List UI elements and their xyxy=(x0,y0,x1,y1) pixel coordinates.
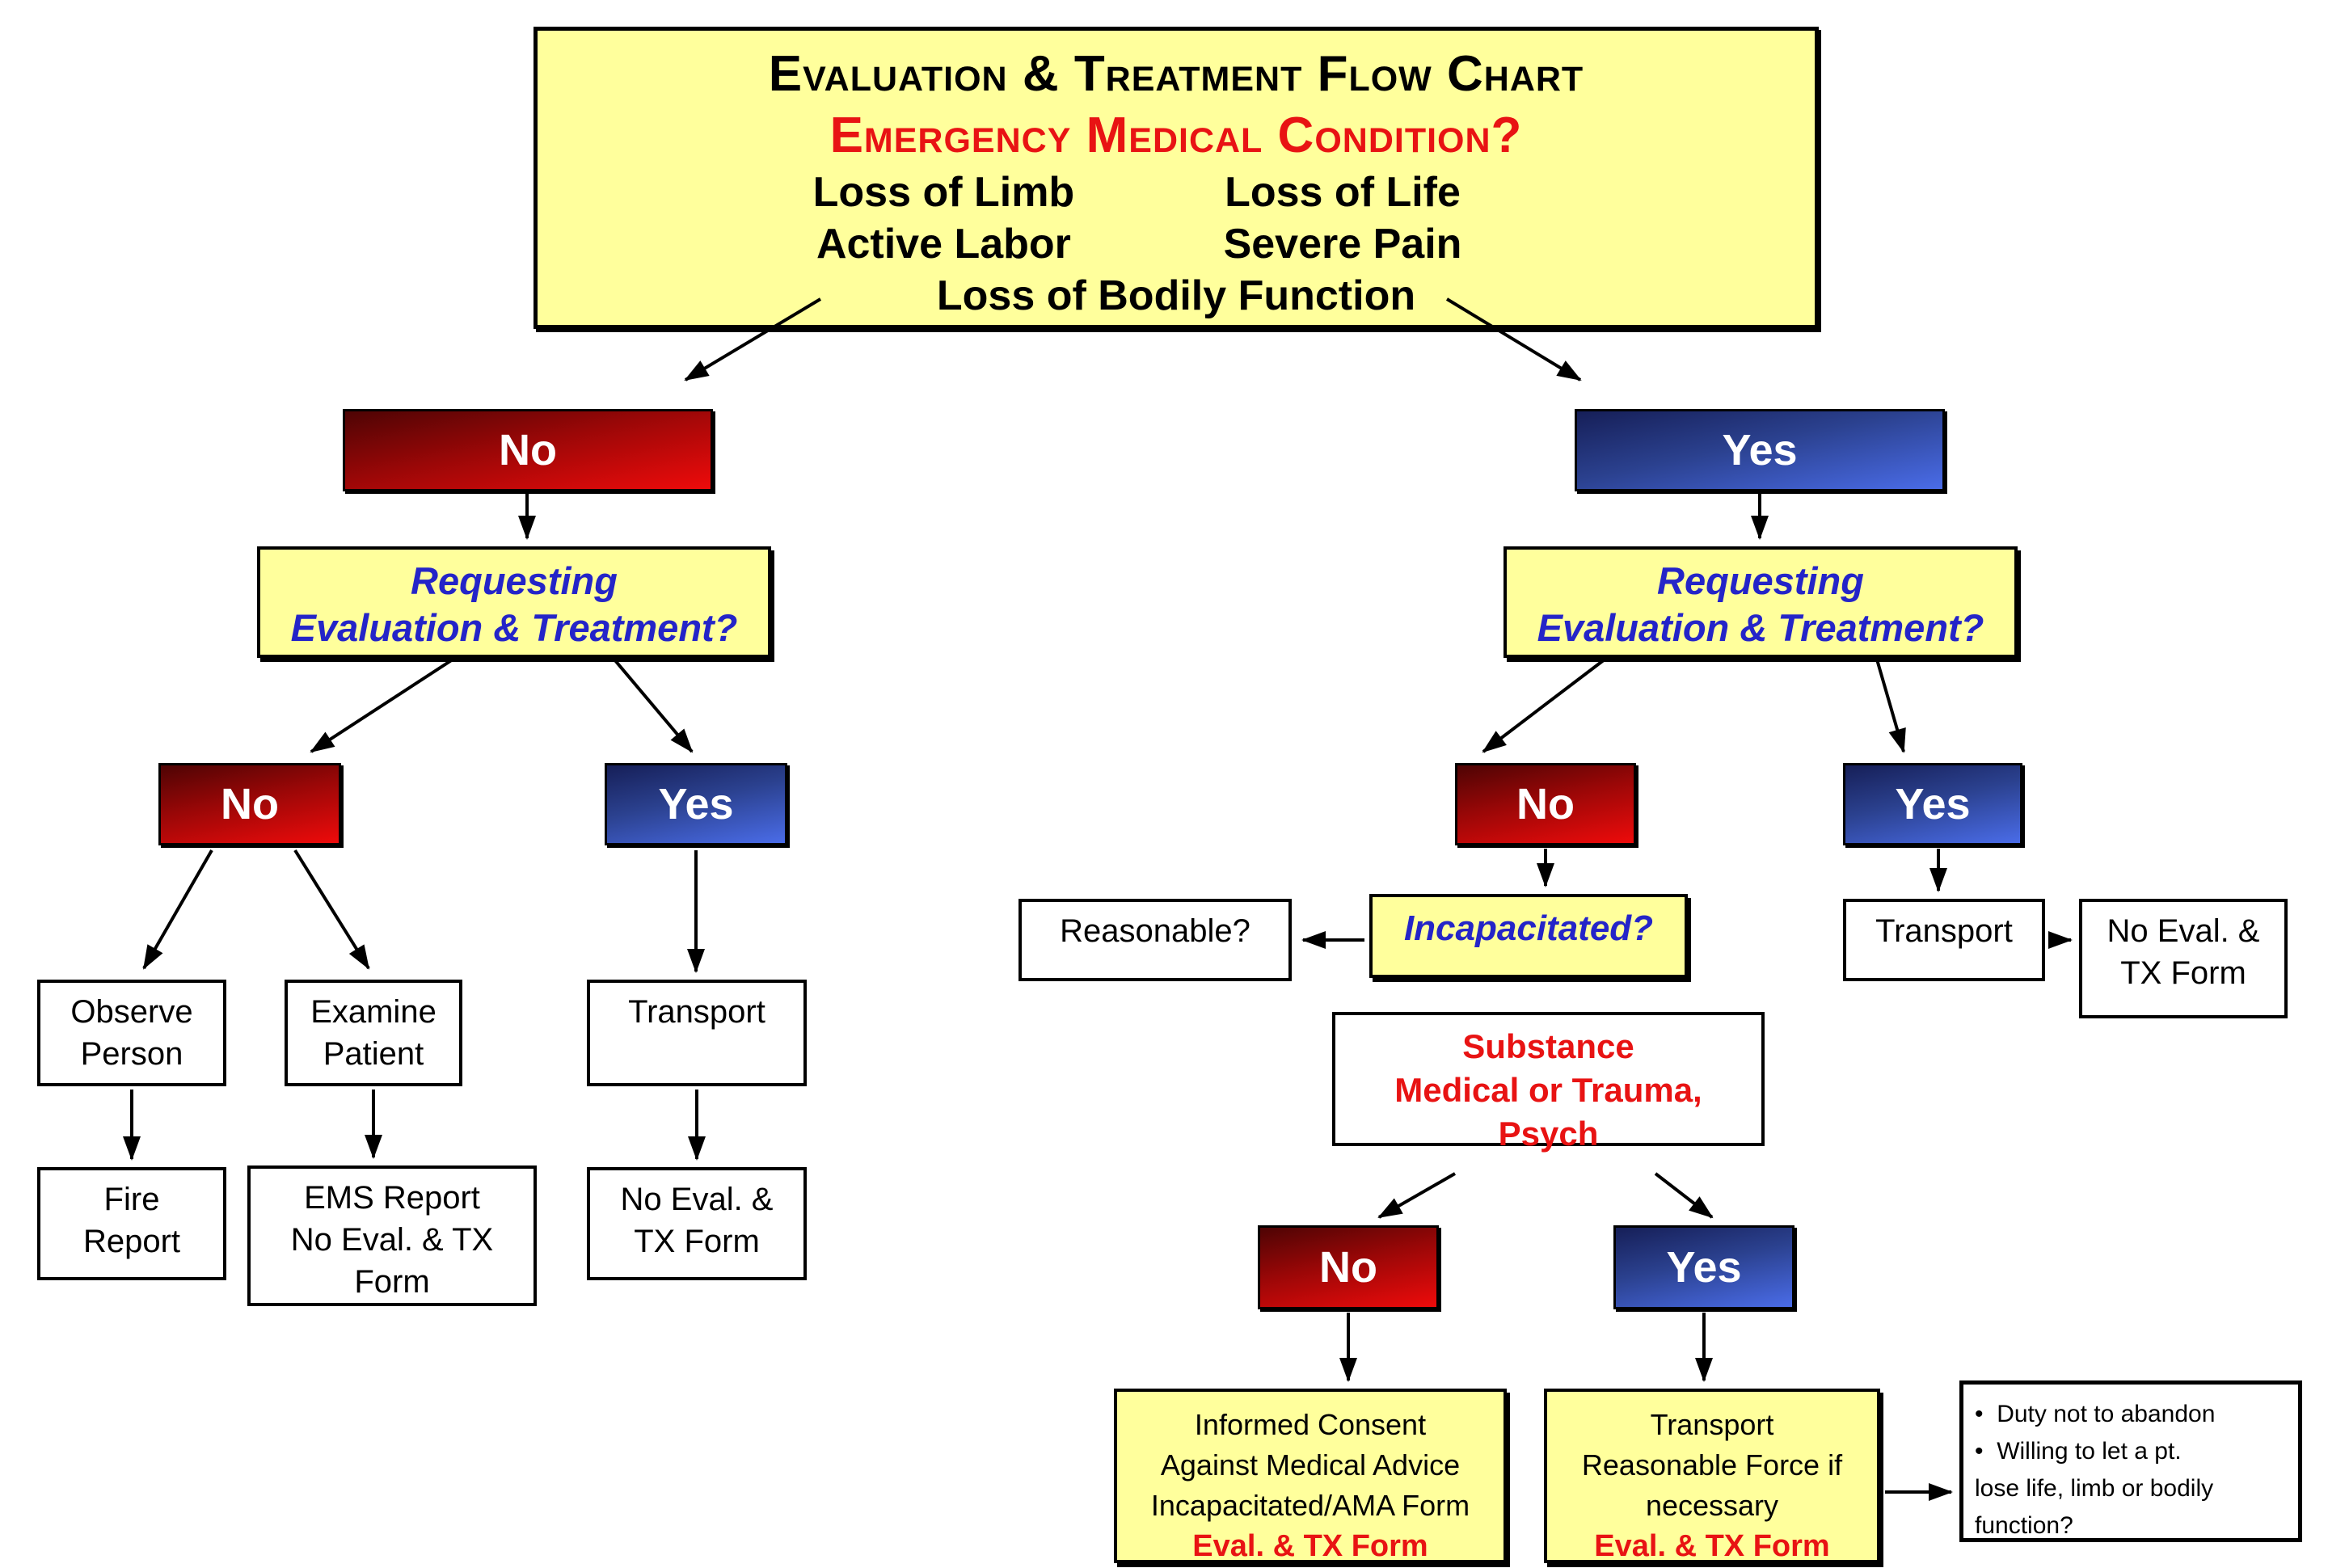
node-req-left-no: No xyxy=(158,763,341,845)
node-transport-left: Transport xyxy=(587,980,807,1086)
flowchart-title: Evaluation & Treatment Flow Chart xyxy=(768,46,1584,102)
node-line: Psych xyxy=(1498,1115,1599,1153)
node-req-right-yes: Yes xyxy=(1843,763,2022,845)
node-incapacitated: Incapacitated? xyxy=(1369,894,1688,978)
node-line: Informed Consent xyxy=(1194,1408,1427,1441)
node-duty-note: Duty not to abandon Willing to let a pt.… xyxy=(1959,1380,2302,1542)
node-line: Fire xyxy=(103,1182,160,1217)
node-line: No Eval. & xyxy=(620,1182,774,1217)
node-line: EMS Report xyxy=(304,1180,480,1216)
node-line: Against Medical Advice xyxy=(1160,1448,1461,1482)
node-req-right-no: No xyxy=(1455,763,1636,845)
duty-bullet-2: Willing to let a pt. xyxy=(1975,1433,2287,1470)
node-line: Evaluation & Treatment? xyxy=(290,606,738,649)
node-line: Incapacitated? xyxy=(1403,908,1654,948)
node-req-left-yes: Yes xyxy=(605,763,787,845)
node-requesting-right: Requesting Evaluation & Treatment? xyxy=(1504,546,2018,658)
node-line: Incapacitated/AMA Form xyxy=(1150,1489,1470,1522)
node-line: Examine xyxy=(310,994,436,1030)
node-line: Medical or Trauma, xyxy=(1394,1071,1702,1109)
condition-loss-of-bodily-function: Loss of Bodily Function xyxy=(936,272,1416,319)
node-eval-tx-form-label: Eval. & TX Form xyxy=(1192,1529,1428,1563)
node-line: TX Form xyxy=(634,1224,760,1259)
node-reasonable: Reasonable? xyxy=(1018,899,1292,981)
duty-bullet-1: Duty not to abandon xyxy=(1975,1396,2287,1433)
node-requesting-left: Requesting Evaluation & Treatment? xyxy=(257,546,771,658)
condition-active-labor: Active Labor xyxy=(816,221,1071,268)
node-emc-yes: Yes xyxy=(1575,409,1945,491)
node-substance-medical-trauma-psych: Substance Medical or Trauma, Psych xyxy=(1332,1012,1765,1153)
node-observe-person: Observe Person xyxy=(37,980,226,1086)
node-line: Observe xyxy=(70,994,193,1030)
node-substance-yes: Yes xyxy=(1613,1225,1794,1309)
node-informed-consent-ama: Informed Consent Against Medical Advice … xyxy=(1114,1389,1507,1563)
flowchart-subtitle: Emergency Medical Condition? xyxy=(829,107,1523,163)
duty-bullet-2-cont: function? xyxy=(1975,1512,2073,1539)
node-line: Requesting xyxy=(1657,559,1864,602)
arrow-requesting-left-to-yes xyxy=(613,658,694,753)
node-line: Evaluation & Treatment? xyxy=(1537,606,1984,649)
arrow-substance-to-no xyxy=(1377,1172,1456,1219)
node-line: Transport xyxy=(1875,913,2013,949)
node-line: TX Form xyxy=(2120,955,2246,991)
condition-loss-of-limb: Loss of Limb xyxy=(812,169,1075,216)
condition-severe-pain: Severe Pain xyxy=(1223,221,1462,268)
arrow-no-to-examine xyxy=(293,849,370,970)
arrow-requesting-right-to-yes xyxy=(1875,659,1906,753)
node-transport-reasonable-force: Transport Reasonable Force if necessary … xyxy=(1544,1389,1880,1563)
arrow-requesting-left-to-no xyxy=(310,658,454,753)
node-examine-patient: Examine Patient xyxy=(285,980,462,1086)
node-substance-no: No xyxy=(1258,1225,1439,1309)
node-line: Reasonable? xyxy=(1060,913,1250,949)
node-line: Transport xyxy=(628,994,765,1030)
node-line: No Eval. & xyxy=(2107,913,2260,949)
node-no-eval-tx-form-right: No Eval. & TX Form xyxy=(2079,899,2288,1018)
arrow-no-to-observe xyxy=(142,849,213,970)
arrow-requesting-right-to-no xyxy=(1482,658,1606,753)
node-line: Substance xyxy=(1462,1027,1634,1065)
arrow-substance-to-yes xyxy=(1654,1172,1714,1219)
node-line: Transport xyxy=(1650,1408,1774,1441)
node-emc-no: No xyxy=(343,409,713,491)
node-ems-report-no-eval-tx-form: EMS Report No Eval. & TX Form xyxy=(247,1165,537,1306)
node-fire-report: Fire Report xyxy=(37,1167,226,1280)
node-line: Person xyxy=(80,1036,183,1072)
condition-loss-of-life: Loss of Life xyxy=(1225,169,1461,216)
node-line: Reasonable Force if xyxy=(1581,1448,1843,1482)
node-line: Requesting xyxy=(411,559,618,602)
node-line: Form xyxy=(354,1264,430,1300)
node-line: Patient xyxy=(323,1036,424,1072)
node-title-emergency-medical-condition: Evaluation & Treatment Flow Chart Emerge… xyxy=(534,27,1819,329)
node-line: necessary xyxy=(1645,1489,1779,1522)
node-no-eval-tx-form-left: No Eval. & TX Form xyxy=(587,1167,807,1280)
node-transport-right: Transport xyxy=(1843,899,2045,981)
node-line: Report xyxy=(82,1224,181,1259)
duty-bullet-2-cont: lose life, limb or bodily xyxy=(1975,1475,2214,1502)
node-eval-tx-form-label: Eval. & TX Form xyxy=(1594,1529,1830,1563)
node-line: No Eval. & TX xyxy=(290,1222,494,1258)
conditions-grid: Loss of Limb Loss of Life Active Labor S… xyxy=(691,166,1815,270)
